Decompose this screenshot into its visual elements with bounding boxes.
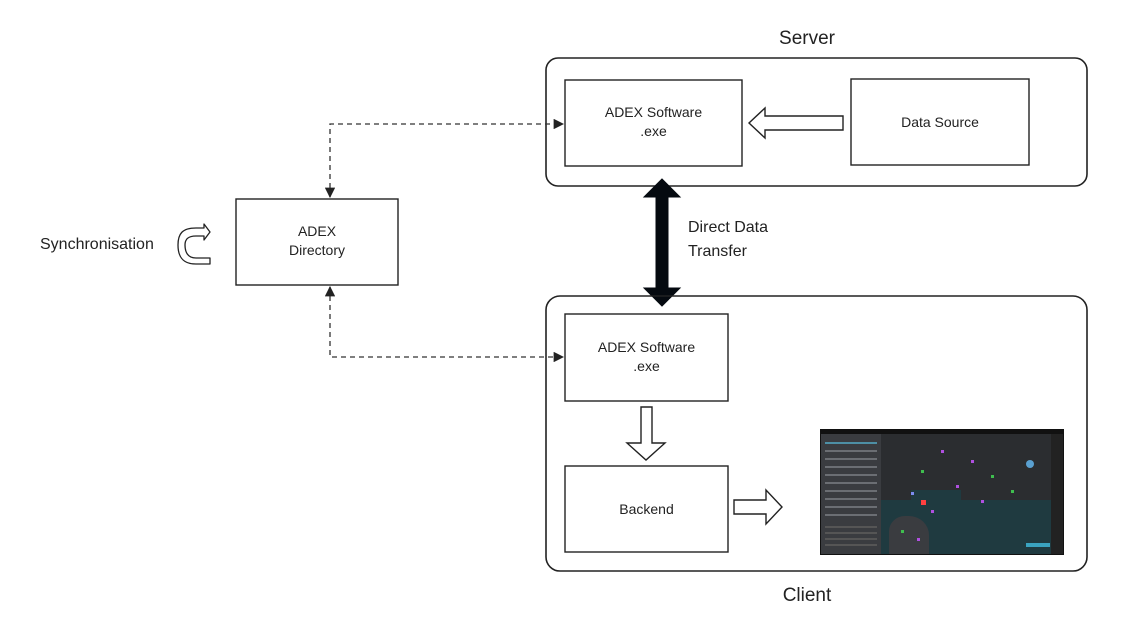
thumb-panel-tab xyxy=(825,442,877,444)
server-group-title: Server xyxy=(779,28,835,49)
thumb-panel-row xyxy=(825,514,877,516)
client-group-box xyxy=(545,295,1088,572)
client-adex-software-box[interactable] xyxy=(564,313,729,402)
thumb-panel-row xyxy=(825,450,877,452)
client-adex-label: ADEX Software .exe xyxy=(565,338,728,376)
thumb-estuary xyxy=(911,490,961,510)
backend-box[interactable] xyxy=(564,465,729,553)
server-adex-label-line1: ADEX Software xyxy=(604,104,703,120)
server-adex-software-box[interactable] xyxy=(564,79,743,167)
thumb-marker xyxy=(917,538,920,541)
synchronisation-uturn-icon xyxy=(177,223,211,265)
client-display-screenshot xyxy=(820,429,1064,555)
thumb-marker xyxy=(901,530,904,533)
direct-data-transfer-line1: Direct Data xyxy=(688,219,769,236)
thumb-right-rail xyxy=(1051,434,1063,554)
thumb-marker xyxy=(921,470,924,473)
client-group-title: Client xyxy=(782,585,832,606)
adex-to-backend-arrow xyxy=(625,406,667,461)
thumb-marker xyxy=(991,475,994,478)
thumb-panel-row xyxy=(825,538,877,540)
thumb-marker xyxy=(931,510,934,513)
data-source-to-adex-arrow xyxy=(747,106,844,140)
thumb-panel-row xyxy=(825,526,877,528)
data-source-box[interactable] xyxy=(850,78,1030,166)
thumb-side-panel xyxy=(821,434,881,554)
data-source-label: Data Source xyxy=(901,114,979,130)
thumb-panel-row xyxy=(825,532,877,534)
thumb-control-bar xyxy=(1026,543,1050,547)
thumb-panel-row xyxy=(825,482,877,484)
thumb-panel-row xyxy=(825,544,877,546)
thumb-panel-row xyxy=(825,498,877,500)
thumb-compass xyxy=(1026,460,1034,468)
directory-to-server-dashed-link xyxy=(324,118,565,199)
synchronisation-label: Synchronisation xyxy=(40,236,154,253)
client-adex-label-line1: ADEX Software xyxy=(597,339,696,355)
thumb-panel-row xyxy=(825,466,877,468)
thumb-marker xyxy=(956,485,959,488)
thumb-marker xyxy=(1011,490,1014,493)
direct-data-transfer-label: Direct Data Transfer xyxy=(688,216,828,264)
backend-label: Backend xyxy=(619,501,674,517)
direct-data-transfer-line2: Transfer xyxy=(688,243,747,260)
thumb-panel-row xyxy=(825,506,877,508)
thumb-top-bar xyxy=(821,430,1063,434)
thumb-panel-row xyxy=(825,458,877,460)
server-adex-label-line2: .exe xyxy=(640,123,667,139)
thumb-panel-row xyxy=(825,474,877,476)
client-adex-label-line2: .exe xyxy=(633,358,660,374)
thumb-marker xyxy=(971,460,974,463)
thumb-marker xyxy=(981,500,984,503)
thumb-island xyxy=(889,516,929,554)
adex-directory-box[interactable] xyxy=(235,198,399,286)
backend-to-display-arrow xyxy=(733,488,783,526)
thumb-marker xyxy=(941,450,944,453)
directory-label: ADEX Directory xyxy=(236,222,398,260)
direct-data-transfer-arrow xyxy=(642,178,682,307)
server-adex-label: ADEX Software .exe xyxy=(565,103,742,141)
directory-label-line2: Directory xyxy=(288,242,345,258)
directory-to-client-dashed-link xyxy=(324,285,565,363)
directory-label-line1: ADEX xyxy=(297,223,337,239)
thumb-marker-highlight xyxy=(921,500,926,505)
thumb-panel-row xyxy=(825,490,877,492)
thumb-marker xyxy=(911,492,914,495)
